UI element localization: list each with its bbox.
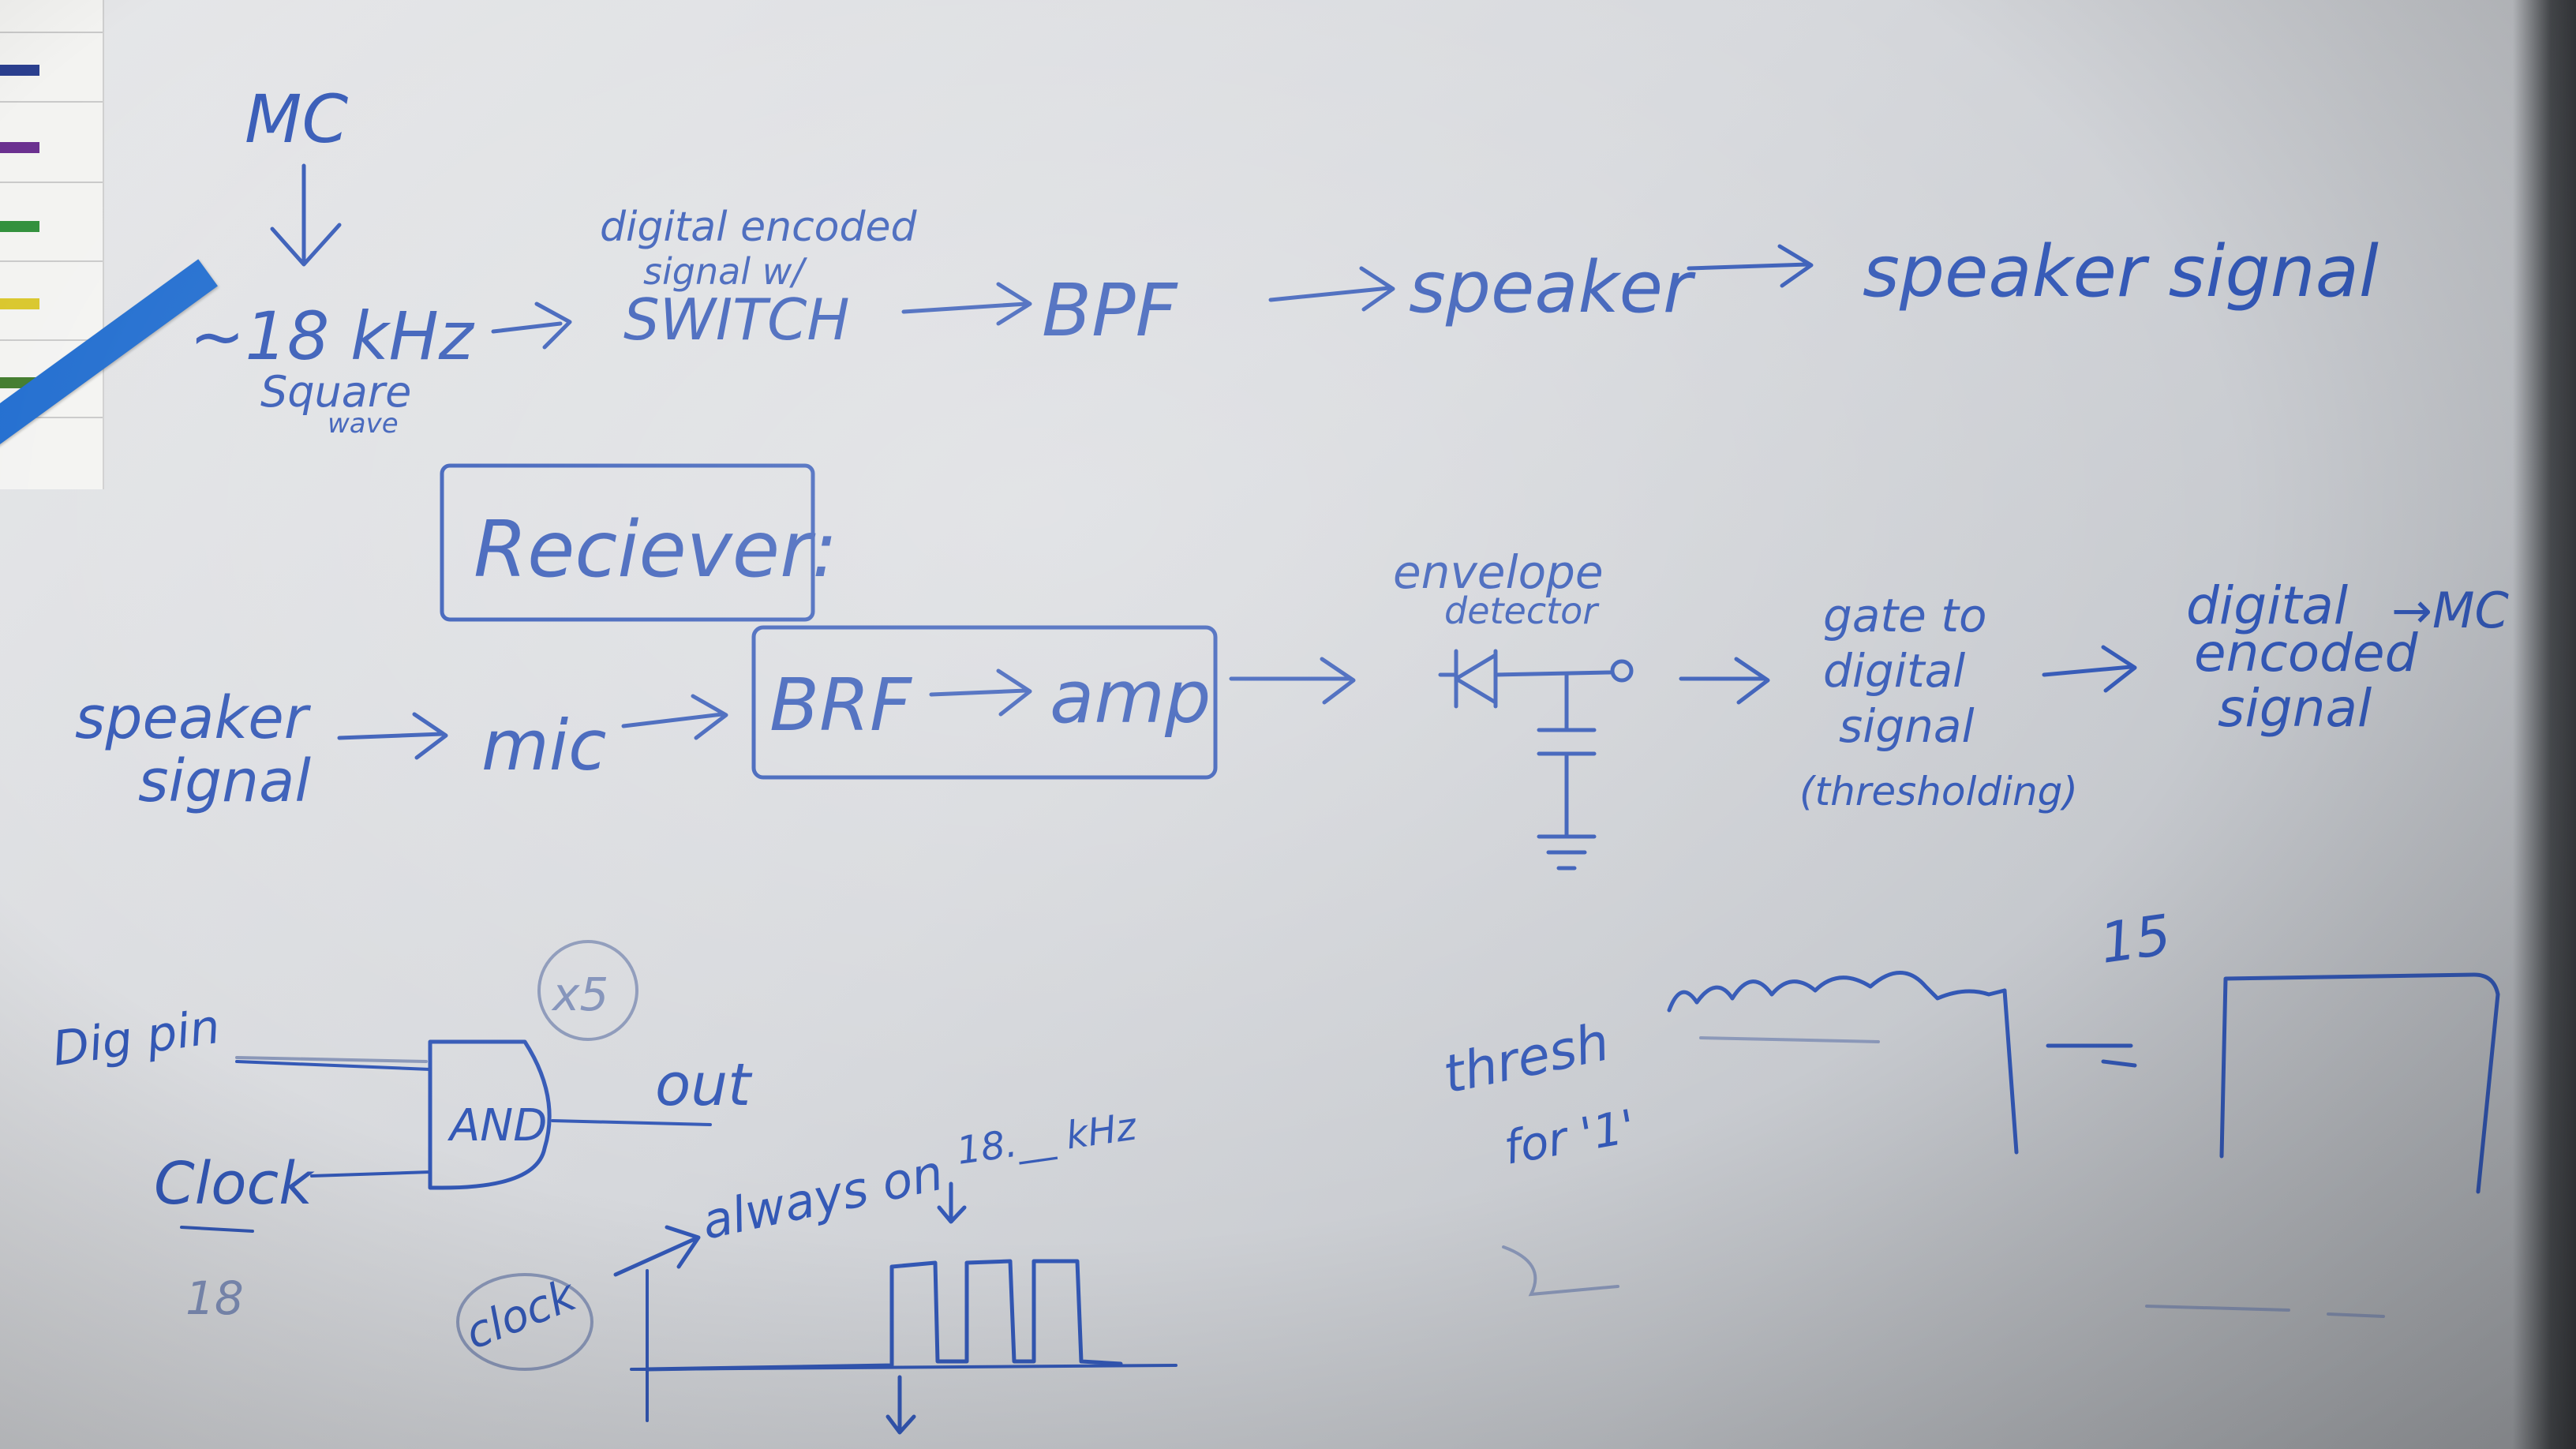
- always-on-label: always on: [697, 1144, 948, 1251]
- out-wire: [551, 1119, 712, 1126]
- down-arrow: [270, 163, 342, 267]
- gate-label-1: gate to: [1823, 589, 1986, 642]
- clock-underline: [180, 1226, 254, 1233]
- gate-label-4: (thresholding): [1799, 769, 2078, 814]
- arrow-to-brf: [621, 694, 728, 740]
- timing-clock-label: clock: [459, 1269, 585, 1360]
- arrow-to-output: [2042, 645, 2137, 693]
- square-freq: ~18 kHz: [189, 298, 475, 375]
- chart-swatch-1: [0, 65, 39, 76]
- freq-arrow: [937, 1181, 967, 1224]
- output-label-2: encoded: [2194, 623, 2419, 683]
- input-label-2: signal: [138, 747, 311, 815]
- arrow-to-envelope: [1229, 657, 1356, 705]
- circled-mark: [537, 940, 638, 1041]
- chart-swatch-4: [0, 298, 39, 309]
- and-gate: [428, 1039, 552, 1190]
- clock-label: Clock: [154, 1150, 315, 1218]
- arrow-to-bpf: [901, 282, 1032, 326]
- board-edge-shadow: [2513, 0, 2576, 1449]
- bpf-label: BPF: [1042, 268, 1178, 353]
- chart-swatch-2: [0, 142, 39, 153]
- digital-fall: [2476, 992, 2500, 1194]
- amp-label: amp: [1050, 655, 1211, 739]
- arrow-to-switch: [491, 301, 572, 350]
- clock-wire: [310, 1170, 432, 1178]
- timing-marker: [886, 1375, 916, 1435]
- envelope-label-1: envelope: [1393, 545, 1604, 599]
- level-label: 15: [2096, 902, 2175, 976]
- arrow-to-mic: [337, 712, 448, 760]
- and-input-wire: [235, 1060, 432, 1071]
- output-label-3: signal: [2218, 678, 2372, 739]
- output-dest: →MC: [2391, 582, 2509, 639]
- chart-swatch-3: [0, 221, 39, 232]
- digital-waveform: [2219, 972, 2500, 1159]
- clock-freq: 18: [185, 1271, 244, 1325]
- encoded-label-2: signal w/: [643, 250, 807, 293]
- square-sublabel: wave: [328, 408, 399, 440]
- input-label-1: speaker: [75, 684, 312, 752]
- arrow-to-gate: [1679, 657, 1770, 705]
- encoded-label-1: digital encoded: [600, 204, 917, 251]
- receiver-title-box: [440, 463, 815, 622]
- arrow-to-speaker: [1268, 266, 1395, 312]
- circled-label: x5: [551, 968, 608, 1021]
- brf-amp-box: [751, 625, 1218, 780]
- envelope-waveform: [1667, 971, 2007, 1013]
- thresh-label-1: thresh: [1438, 1011, 1614, 1105]
- envelope-drop: [2002, 988, 2019, 1155]
- clock-circle: [456, 1273, 593, 1371]
- arrow-brf-to-amp: [929, 668, 1032, 717]
- arrow-to-speaker-signal: [1687, 244, 1814, 288]
- square-wave: [645, 1259, 1123, 1372]
- speaker-label: speaker: [1409, 246, 1696, 329]
- threshold-line: [1699, 1036, 1880, 1043]
- freq-label: 18.__ kHz: [954, 1104, 1140, 1174]
- timing-axis: [630, 1269, 1178, 1422]
- square-label: Square: [260, 367, 411, 417]
- envelope-label-2: detector: [1444, 590, 1600, 632]
- receiver-title: Reciever:: [474, 505, 837, 595]
- digital-baseline: [2145, 1305, 2385, 1318]
- mc-label: MC: [245, 80, 348, 158]
- gate-label-2: digital: [1823, 644, 1965, 698]
- speaker-signal-label: speaker signal: [1863, 230, 2379, 313]
- dig-pin-label: Dig pin: [49, 999, 223, 1077]
- threshold-curve: [1502, 1245, 1619, 1297]
- brf-label: BRF: [769, 663, 912, 747]
- arrow-to-digital: [2046, 1043, 2137, 1068]
- and-gate-label: AND: [447, 1100, 547, 1151]
- mic-label: mic: [481, 705, 607, 786]
- thresh-label-2: for '1': [1500, 1099, 1639, 1175]
- output-label-1: digital: [2186, 575, 2349, 636]
- out-label: out: [655, 1051, 753, 1119]
- dig-pin-wire: [235, 1056, 428, 1063]
- always-on-arrow: [613, 1225, 701, 1277]
- switch-label: SWITCH: [623, 286, 850, 353]
- envelope-detector-schematic: [1438, 649, 1634, 871]
- gate-label-3: signal: [1839, 699, 1975, 753]
